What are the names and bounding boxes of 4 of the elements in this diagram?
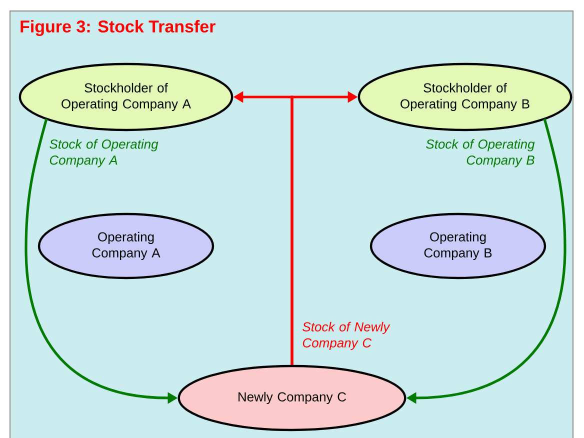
title: Figure 3: Stock Transfer xyxy=(20,20,216,36)
edge-label: Stock of Operating Company B xyxy=(426,139,535,168)
edge-label: Stock of Newly Company C xyxy=(302,322,390,350)
edge-label: Stock of Operating Company A xyxy=(50,139,158,168)
